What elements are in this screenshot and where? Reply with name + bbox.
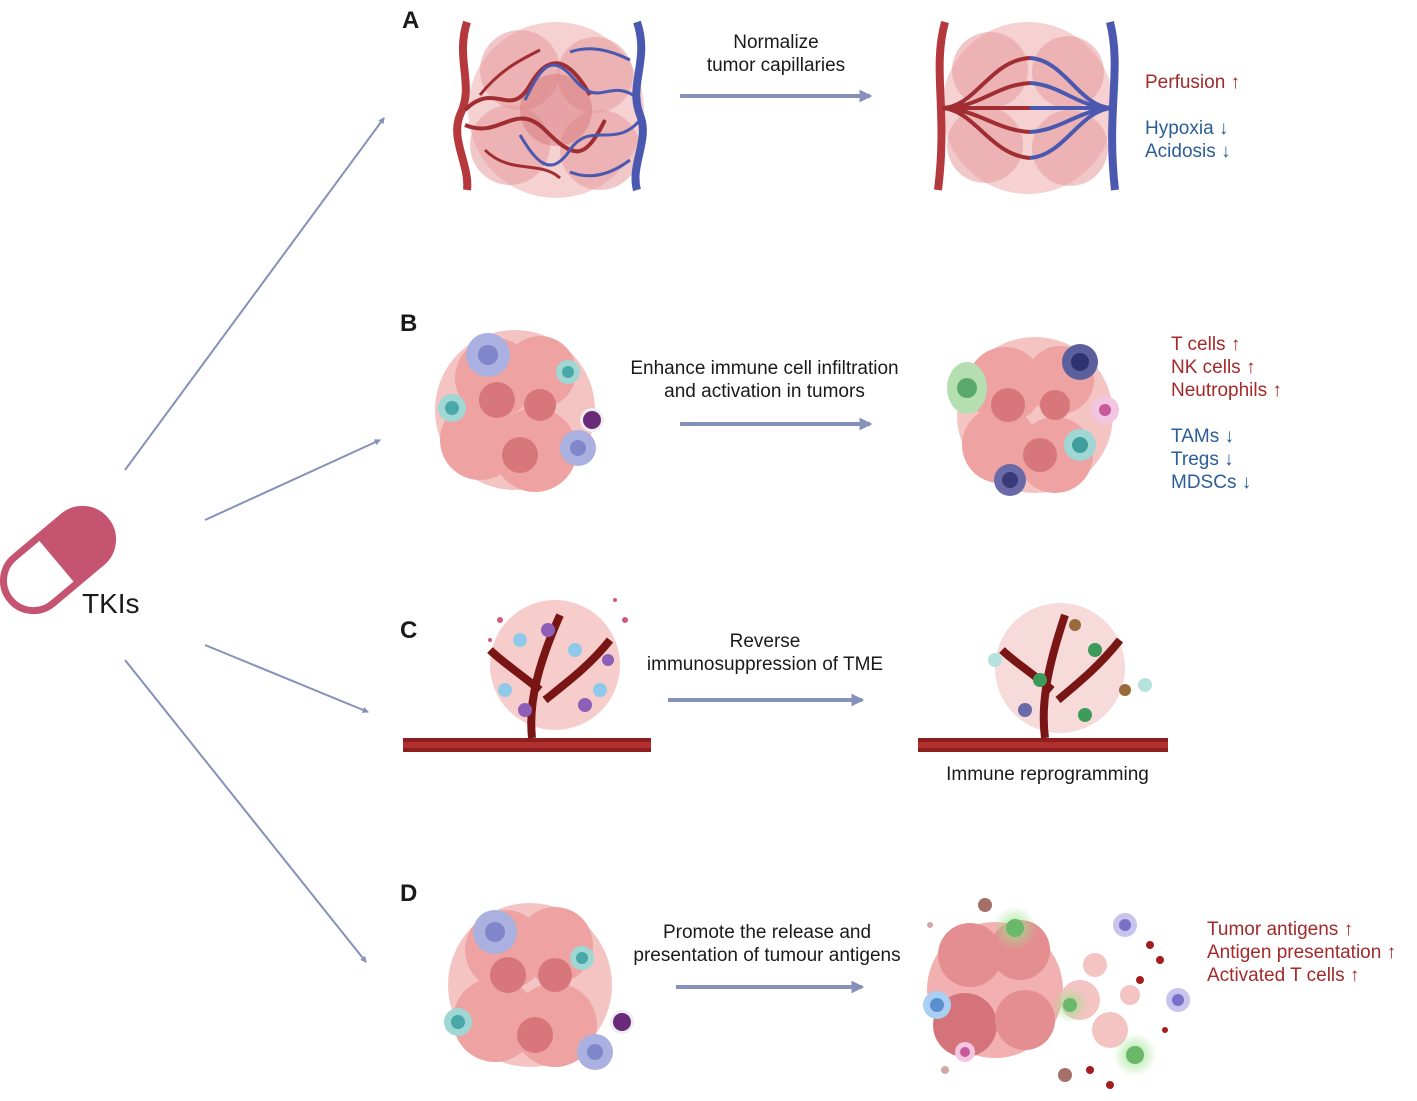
drug-label: TKIs: [82, 588, 140, 619]
panel-b-effect-up: NK cells ↑: [1171, 357, 1256, 378]
panel-b-caption-line: and activation in tumors: [664, 381, 865, 402]
panel-b-effect-down: TAMs ↓: [1171, 426, 1234, 447]
panel-a-caption-line: Normalize: [733, 32, 819, 53]
panel-b-caption: Enhance immune cell infiltration and act…: [612, 357, 917, 403]
panel-c-sublabel: Immune reprogramming: [946, 764, 1149, 785]
panel-b-label: B: [400, 310, 418, 337]
tumor-normalized-vessels: [934, 20, 1119, 194]
panel-b-effect-down: Tregs ↓: [1171, 449, 1234, 470]
panel-d-label: D: [400, 880, 418, 907]
arrow-to-panel-c: [204, 644, 369, 713]
main-arrows: [124, 117, 385, 963]
panel-a-label: A: [402, 7, 420, 34]
tumor-abnormal-vessels: [453, 20, 647, 198]
tumor-after-infiltration: [947, 337, 1119, 496]
panel-d-effect-up: Activated T cells ↑: [1207, 965, 1360, 986]
panel-a-caption: Normalize tumor capillaries: [676, 31, 876, 77]
panel-c-caption-line: immunosuppression of TME: [646, 654, 884, 675]
panel-b-caption-line: Enhance immune cell infiltration: [630, 358, 899, 379]
arrow-to-panel-b: [204, 439, 381, 521]
capsule-icon: [0, 505, 117, 615]
panel-c-caption: Reverse immunosuppression of TME: [640, 630, 890, 676]
arrow-to-panel-a: [124, 117, 385, 471]
panel-a-caption-line: tumor capillaries: [706, 55, 846, 76]
panel-a-effect-up: Perfusion ↑: [1145, 72, 1241, 93]
panel-b-effect-down: MDSCs ↓: [1171, 472, 1252, 493]
panel-d-effect-up: Tumor antigens ↑: [1207, 919, 1354, 940]
arrow-to-panel-d: [124, 659, 367, 963]
tumor-before-antigen-release: [444, 903, 634, 1070]
panel-a-effect-down: Hypoxia ↓: [1145, 118, 1229, 139]
panel-arrows: [668, 89, 873, 994]
panel-d-caption-line: Promote the release and: [662, 922, 872, 943]
panel-d-effect-up: Antigen presentation ↑: [1207, 942, 1397, 963]
panel-a-effect-down: Acidosis ↓: [1145, 141, 1231, 162]
panel-b-effect-up: Neutrophils ↑: [1171, 380, 1282, 401]
tumor-releasing-antigens: [923, 898, 1190, 1089]
tumor-before-infiltration: [435, 330, 604, 492]
panel-b-effect-up: T cells ↑: [1171, 334, 1241, 355]
panel-d-caption: Promote the release and presentation of …: [612, 921, 922, 967]
panel-c-caption-line: Reverse: [729, 631, 801, 652]
tme-immunosuppressed: [403, 598, 651, 752]
panel-c-label: C: [400, 617, 418, 644]
tme-reprogrammed: [918, 603, 1168, 752]
panel-d-caption-line: presentation of tumour antigens: [633, 945, 901, 966]
